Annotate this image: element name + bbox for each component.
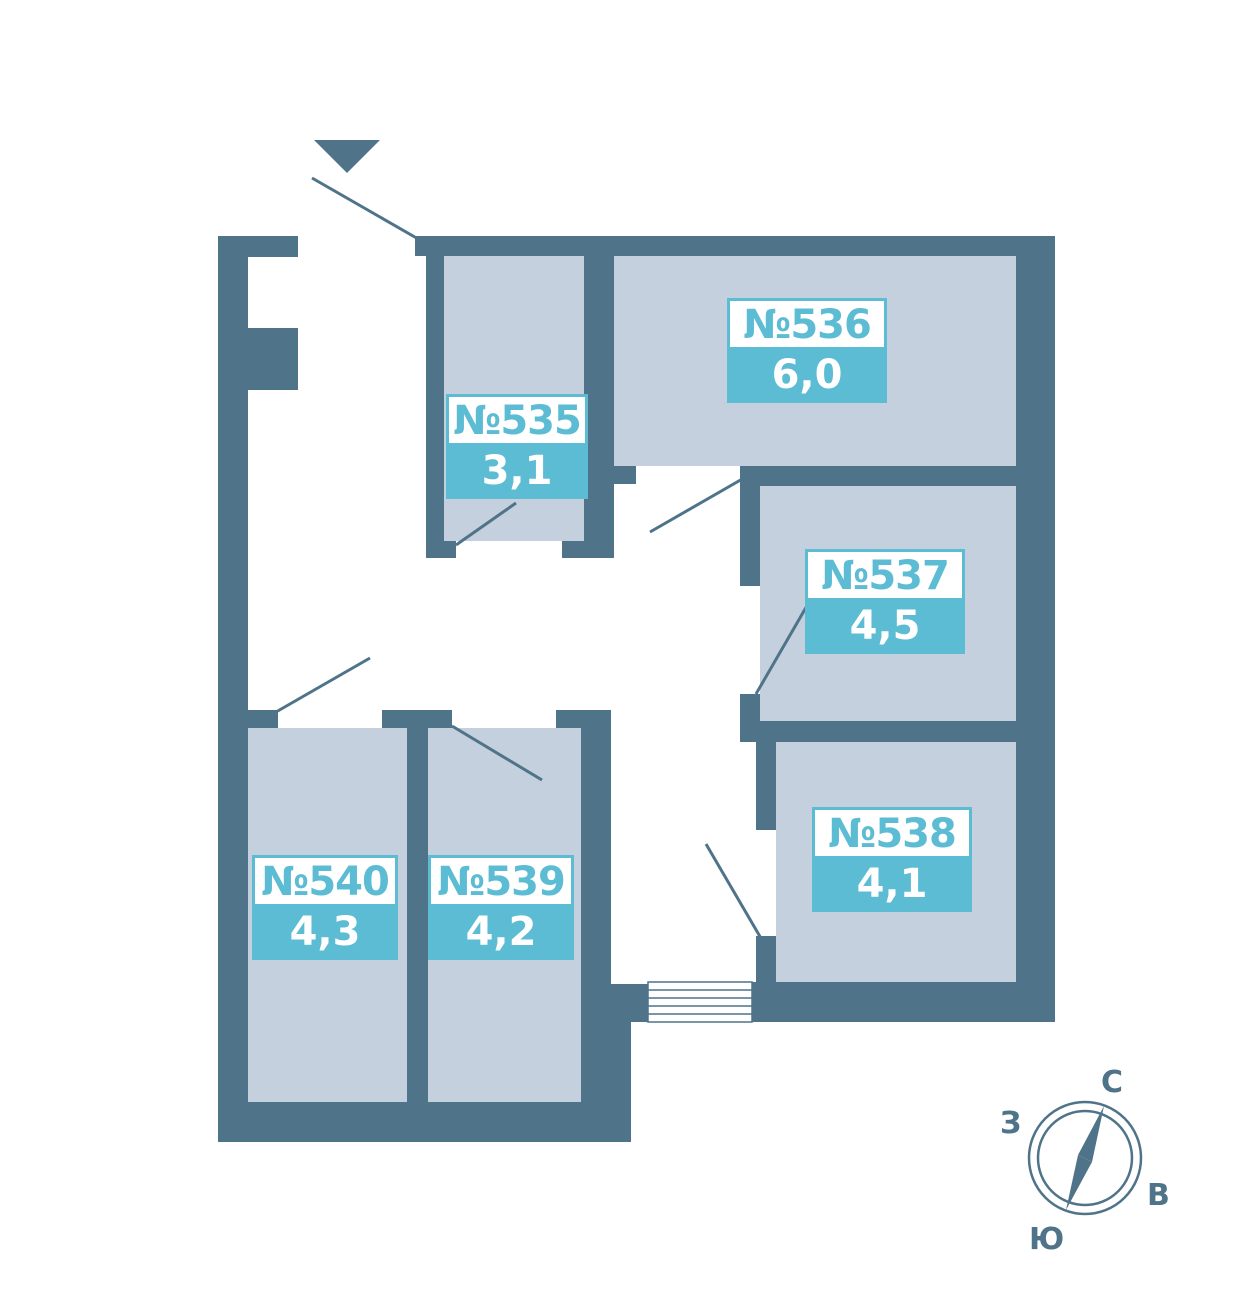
compass-north-label: С <box>1101 1065 1124 1100</box>
stairs-icon <box>647 981 753 1023</box>
room-label-536[interactable]: №536 6,0 <box>727 298 887 403</box>
room-area: 4,5 <box>805 598 965 654</box>
room-label-540[interactable]: №540 4,3 <box>252 855 398 960</box>
room-number: №538 <box>812 807 972 856</box>
room-area: 3,1 <box>446 443 588 499</box>
entrance-arrow-icon <box>314 140 380 173</box>
compass-icon <box>1027 1100 1143 1216</box>
room-number: №536 <box>727 298 887 347</box>
room-area: 6,0 <box>727 347 887 403</box>
room-label-538[interactable]: №538 4,1 <box>812 807 972 912</box>
room-number: №540 <box>252 855 398 904</box>
room-fills <box>248 256 1016 1102</box>
walls <box>218 236 1055 1142</box>
room-area: 4,3 <box>252 904 398 960</box>
room-label-539[interactable]: №539 4,2 <box>428 855 574 960</box>
room-number: №535 <box>446 394 588 443</box>
compass-south-label: Ю <box>1029 1222 1065 1257</box>
room-label-535[interactable]: №535 3,1 <box>446 394 588 499</box>
compass-west-label: З <box>1000 1106 1022 1141</box>
room-label-537[interactable]: №537 4,5 <box>805 549 965 654</box>
room-area: 4,2 <box>428 904 574 960</box>
room-area: 4,1 <box>812 856 972 912</box>
room-number: №539 <box>428 855 574 904</box>
door-swings <box>275 176 810 941</box>
room-number: №537 <box>805 549 965 598</box>
compass-east-label: В <box>1147 1178 1170 1213</box>
